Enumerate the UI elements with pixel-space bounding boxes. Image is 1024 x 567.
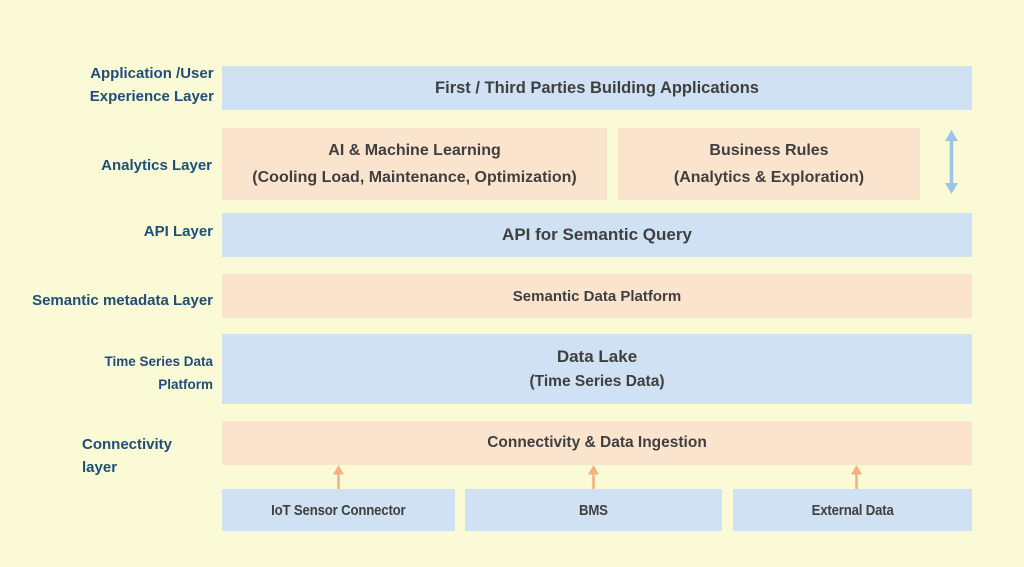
box-api-text: API for Semantic Query xyxy=(502,225,692,244)
label-time-series-data-platform: Time Series Data Platform xyxy=(104,354,213,392)
box-connectivity-text: Connectivity & Data Ingestion xyxy=(487,434,707,451)
box-api-semantic-query: API for Semantic Query xyxy=(222,213,972,257)
up-arrow-icon xyxy=(333,465,344,490)
box-bms-text: BMS xyxy=(579,501,608,519)
box-business-rules: Business Rules (Analytics & Exploration) xyxy=(618,128,920,200)
box-ai-machine-learning: AI & Machine Learning (Cooling Load, Mai… xyxy=(222,128,607,200)
label-semantic-metadata-layer: Semantic metadata Layer xyxy=(32,292,213,309)
box-iot-sensor-connector: IoT Sensor Connector xyxy=(222,489,455,531)
box-rules-subtitle: (Analytics & Exploration) xyxy=(673,169,865,186)
box-connectivity-data-ingestion: Connectivity & Data Ingestion xyxy=(222,421,972,465)
box-ai-subtitle: (Cooling Load, Maintenance, Optimization… xyxy=(252,169,577,186)
label-analytics-layer: Analytics Layer xyxy=(101,157,212,174)
label-connectivity-layer: Connectivity layer xyxy=(82,436,173,477)
label-api-layer: API Layer xyxy=(143,223,213,240)
box-semantic-text: Semantic Data Platform xyxy=(512,287,682,305)
box-bms: BMS xyxy=(465,489,722,531)
box-building-applications-text: First / Third Parties Building Applicati… xyxy=(435,78,759,97)
box-iot-sensor-connector-text: IoT Sensor Connector xyxy=(271,501,406,519)
box-data-lake: Data Lake (Time Series Data) xyxy=(222,334,972,404)
box-external-data-text: External Data xyxy=(811,501,894,519)
box-rules-title: Business Rules xyxy=(709,141,829,159)
box-ai-title: AI & Machine Learning xyxy=(328,141,501,159)
up-arrow-icon xyxy=(851,465,862,490)
vertical-double-arrow-icon xyxy=(945,130,958,194)
label-application-user-experience-layer: Application /User Experience Layer xyxy=(89,65,214,106)
box-data-lake-title: Data Lake xyxy=(556,347,638,366)
box-data-lake-subtitle: (Time Series Data) xyxy=(529,373,665,391)
box-external-data: External Data xyxy=(733,489,972,531)
box-building-applications: First / Third Parties Building Applicati… xyxy=(222,66,972,110)
up-arrow-icon xyxy=(588,465,599,490)
box-semantic-data-platform: Semantic Data Platform xyxy=(222,274,972,318)
